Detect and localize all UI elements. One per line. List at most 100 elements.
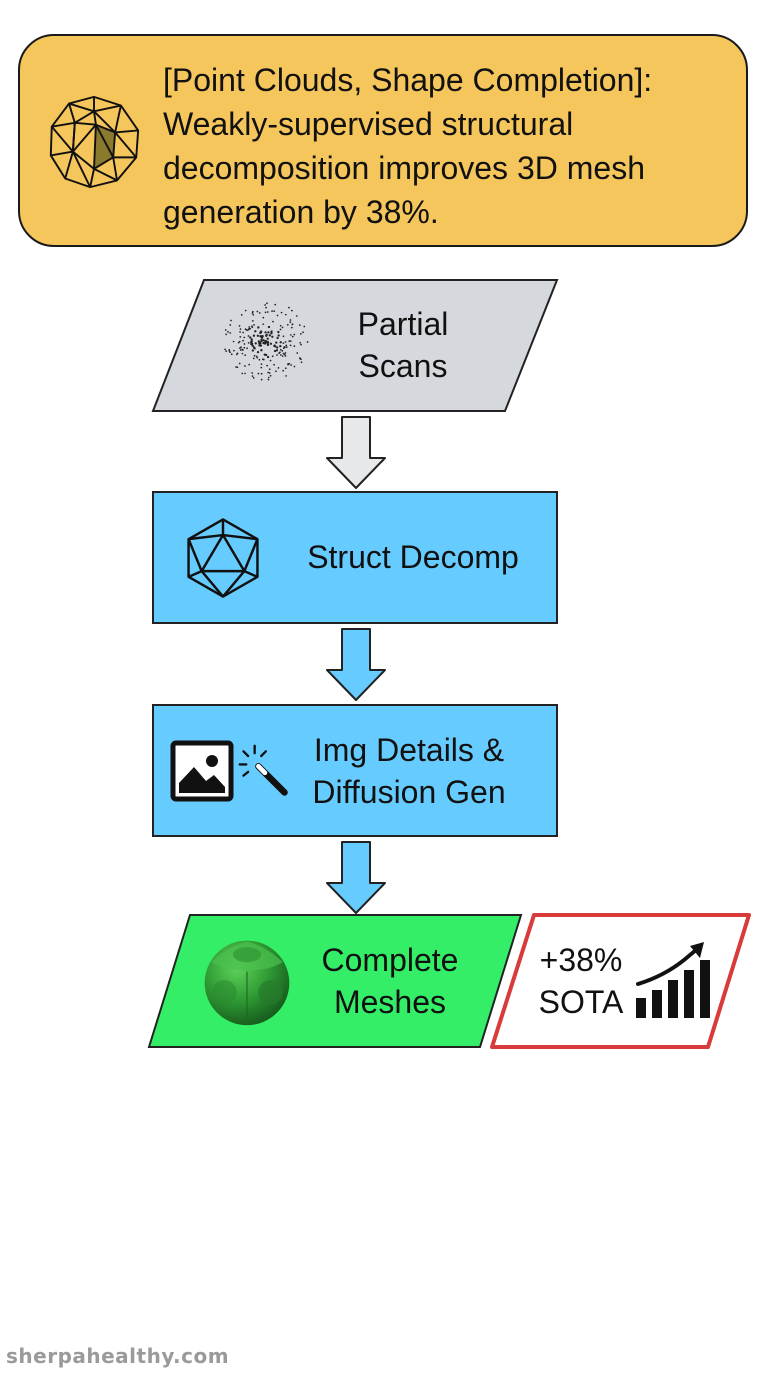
point-cloud-dot bbox=[300, 361, 303, 364]
point-cloud-dot bbox=[266, 337, 269, 340]
point-cloud-dot bbox=[244, 328, 247, 331]
point-cloud-dot bbox=[249, 327, 252, 330]
point-cloud-dot bbox=[276, 346, 279, 349]
point-cloud-dot bbox=[242, 339, 244, 342]
point-cloud-dot bbox=[302, 331, 304, 334]
point-cloud-dot bbox=[259, 335, 262, 338]
point-cloud-dot bbox=[251, 375, 254, 377]
point-cloud-dot bbox=[298, 324, 301, 327]
result-label: +38% SOTA bbox=[538, 942, 624, 1020]
point-cloud-dot bbox=[280, 354, 282, 356]
point-cloud-dot bbox=[267, 378, 270, 381]
result-badge: +38% SOTA bbox=[490, 913, 752, 1049]
point-cloud-dot bbox=[265, 306, 267, 309]
point-cloud-dot bbox=[287, 363, 289, 365]
point-cloud-dot bbox=[247, 335, 250, 337]
point-cloud-dot bbox=[259, 330, 263, 333]
img-details-label: Img Details & Diffusion Gen bbox=[312, 732, 506, 810]
point-cloud-dot bbox=[289, 321, 292, 324]
point-cloud-dot bbox=[259, 344, 263, 347]
point-cloud-dot bbox=[276, 314, 279, 317]
point-cloud-dot bbox=[251, 372, 254, 374]
point-cloud-dot bbox=[264, 311, 267, 314]
point-cloud-dot bbox=[258, 342, 261, 345]
rounded-cube-icon bbox=[204, 940, 290, 1026]
point-cloud-dot bbox=[264, 304, 266, 306]
point-cloud-dot bbox=[258, 312, 261, 314]
point-cloud-dot bbox=[268, 368, 271, 371]
watermark: sherpahealthy.com bbox=[6, 1344, 230, 1368]
point-cloud-dot bbox=[284, 341, 287, 343]
point-cloud-dot bbox=[249, 336, 252, 339]
point-cloud-dot bbox=[250, 338, 253, 341]
point-cloud-dot bbox=[285, 375, 287, 377]
point-cloud-dot bbox=[239, 335, 242, 338]
point-cloud-dot bbox=[266, 364, 269, 367]
point-cloud-dot bbox=[251, 319, 254, 322]
flow-arrow bbox=[326, 841, 386, 914]
point-cloud-dot bbox=[236, 366, 239, 369]
point-cloud-dot bbox=[246, 347, 248, 350]
point-cloud-dot bbox=[230, 319, 232, 322]
point-cloud-dot bbox=[254, 330, 257, 333]
point-cloud-dot bbox=[267, 371, 269, 374]
point-cloud-dot bbox=[254, 342, 257, 345]
point-cloud-dot bbox=[289, 344, 292, 347]
point-cloud-dot bbox=[293, 365, 296, 368]
point-cloud-dot bbox=[244, 309, 247, 312]
point-cloud-icon bbox=[224, 302, 309, 381]
point-cloud-dot bbox=[238, 325, 241, 327]
point-cloud-dot bbox=[242, 331, 245, 334]
point-cloud-dot bbox=[283, 345, 286, 348]
point-cloud-dot bbox=[300, 343, 302, 346]
point-cloud-dot bbox=[238, 362, 241, 365]
point-cloud-dot bbox=[249, 341, 253, 344]
point-cloud-dot bbox=[268, 372, 271, 374]
point-cloud-dot bbox=[253, 323, 255, 326]
point-cloud-dot bbox=[269, 374, 272, 377]
point-cloud-dot bbox=[282, 347, 285, 350]
point-cloud-dot bbox=[276, 354, 278, 356]
point-cloud-dot bbox=[252, 313, 255, 316]
point-cloud-dot bbox=[243, 336, 246, 339]
point-cloud-dot bbox=[277, 334, 280, 337]
point-cloud-dot bbox=[266, 342, 269, 346]
point-cloud-dot bbox=[248, 363, 251, 366]
point-cloud-dot bbox=[291, 323, 294, 326]
point-cloud-dot bbox=[260, 336, 264, 339]
point-cloud-dot bbox=[284, 313, 287, 316]
point-cloud-dot bbox=[269, 359, 272, 362]
complete-meshes-node: Complete Meshes bbox=[147, 914, 523, 1048]
point-cloud-dot bbox=[237, 341, 240, 344]
summary-text: [Point Clouds, Shape Completion]: Weakly… bbox=[163, 58, 738, 234]
point-cloud-dot bbox=[247, 342, 250, 344]
point-cloud-dot bbox=[260, 372, 263, 375]
point-cloud-dot bbox=[277, 330, 280, 334]
point-cloud-dot bbox=[256, 356, 259, 359]
point-cloud-dot bbox=[286, 323, 289, 326]
point-cloud-dot bbox=[280, 311, 283, 314]
summary-banner: [Point Clouds, Shape Completion]: Weakly… bbox=[18, 34, 748, 247]
point-cloud-dot bbox=[277, 367, 280, 369]
point-cloud-dot bbox=[299, 341, 302, 344]
point-cloud-dot bbox=[262, 316, 265, 319]
point-cloud-dot bbox=[274, 303, 277, 306]
point-cloud-dot bbox=[238, 340, 241, 343]
geodesic-sphere-icon bbox=[49, 95, 140, 189]
point-cloud-dot bbox=[270, 332, 273, 335]
point-cloud-dot bbox=[279, 328, 282, 331]
point-cloud-dot bbox=[252, 357, 255, 360]
point-cloud-dot bbox=[262, 339, 265, 342]
point-cloud-dot bbox=[256, 310, 259, 313]
point-cloud-dot bbox=[303, 325, 306, 328]
point-cloud-dot bbox=[265, 353, 268, 357]
point-cloud-dot bbox=[233, 349, 235, 352]
point-cloud-dot bbox=[273, 363, 275, 366]
point-cloud-dot bbox=[240, 346, 242, 348]
point-cloud-dot bbox=[290, 364, 292, 366]
flow-arrow bbox=[326, 416, 386, 489]
point-cloud-dot bbox=[232, 340, 235, 343]
point-cloud-dot bbox=[272, 320, 274, 323]
point-cloud-dot bbox=[253, 354, 256, 357]
point-cloud-dot bbox=[239, 347, 241, 349]
